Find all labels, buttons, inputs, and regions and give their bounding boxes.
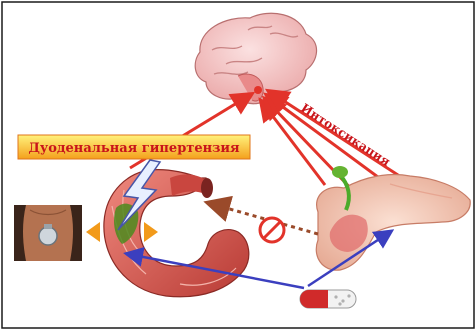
duodenal-hypertension-banner: Дуоденальная гипертензия [18, 135, 250, 159]
duodenal-hypertension-label: Дуоденальная гипертензия [28, 141, 240, 156]
pill-capsule-icon [300, 290, 356, 308]
no-entry-icon [260, 218, 284, 242]
patient-photo-icon [14, 205, 82, 261]
